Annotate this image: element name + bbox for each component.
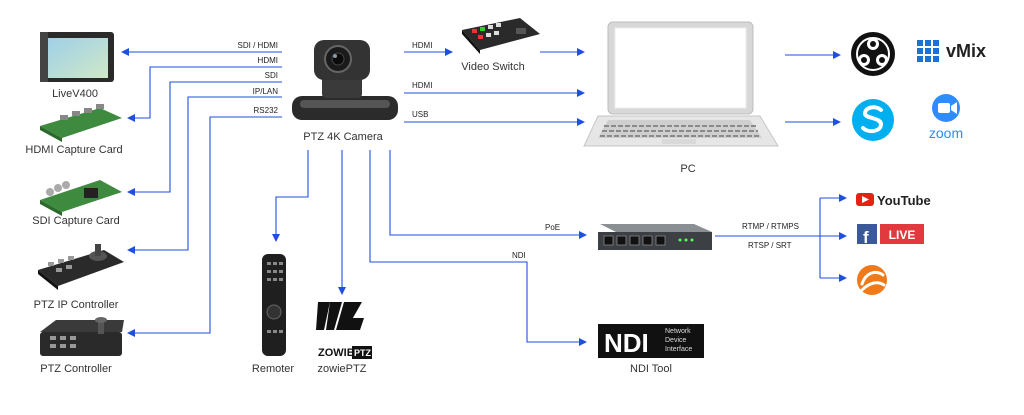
facebook-live-logo: f LIVE <box>857 224 924 247</box>
label-rs232: RS232 <box>254 106 279 115</box>
video-switch-label: Video Switch <box>461 61 524 73</box>
ndi-logo-text: NDI <box>604 328 649 358</box>
zoom-logo: zoom <box>929 94 963 141</box>
hdmi-capture-label: HDMI Capture Card <box>25 144 122 156</box>
wire-hdmi-capture <box>127 66 282 122</box>
remoter-label: Remoter <box>252 363 295 375</box>
facebook-live-text: LIVE <box>889 228 916 242</box>
wire-ndi <box>369 150 587 346</box>
ndi-tool-logo: NDI Network Device Interface NDI Tool <box>598 324 704 375</box>
skype-icon <box>852 99 894 141</box>
youtube-logo: YouTube <box>856 193 931 208</box>
wire-sdi-capture <box>127 81 282 196</box>
label-ip-lan: IP/LAN <box>253 87 279 96</box>
video-switch-device: Video Switch <box>461 18 540 73</box>
pc-label: PC <box>680 163 695 175</box>
sdi-capture-label: SDI Capture Card <box>32 215 119 227</box>
label-hdmi: HDMI <box>258 56 278 65</box>
camera-label: PTZ 4K Camera <box>303 131 383 143</box>
pc-laptop: PC <box>583 21 779 175</box>
label-hdmi-pc: HDMI <box>412 81 432 90</box>
ptz-ip-controller-label: PTZ IP Controller <box>34 299 119 311</box>
hdmi-capture-card: HDMI Capture Card <box>25 104 123 156</box>
huya-icon <box>857 265 887 295</box>
wire-remoter <box>272 150 309 242</box>
zowieptz-logo: ZOWIE PTZ zowiePTZ <box>316 302 372 375</box>
sdi-capture-card: SDI Capture Card <box>32 180 122 227</box>
label-hdmi-switch: HDMI <box>412 41 432 50</box>
ndi-line1: Network <box>665 328 691 335</box>
zowie-ptz-text: PTZ <box>354 348 372 358</box>
ptz-controller-label: PTZ Controller <box>40 363 112 375</box>
livev400-device: LiveV400 <box>40 32 114 100</box>
ndi-line3: Interface <box>665 346 692 353</box>
obs-icon <box>851 32 895 76</box>
label-sdi: SDI <box>265 71 278 80</box>
wires <box>121 48 847 346</box>
zowie-mark-text: ZOWIE <box>318 347 354 359</box>
remoter-device: Remoter <box>252 254 295 375</box>
ptz-controller-device: PTZ Controller <box>40 317 124 375</box>
zowieptz-label: zowiePTZ <box>318 363 367 375</box>
label-sdi-hdmi: SDI / HDMI <box>238 41 278 50</box>
connection-labels: SDI / HDMI HDMI SDI IP/LAN RS232 HDMI HD… <box>238 41 799 260</box>
wire-rs232 <box>127 116 282 337</box>
svg-text:f: f <box>863 228 869 247</box>
label-ndi: NDI <box>512 251 526 260</box>
poe-switch-device <box>598 224 712 250</box>
wire-poe <box>389 150 587 239</box>
label-usb: USB <box>412 110 428 119</box>
label-rtmp: RTMP / RTMPS <box>742 222 799 231</box>
ndi-line2: Device <box>665 337 687 344</box>
youtube-text: YouTube <box>877 193 931 208</box>
livev400-label: LiveV400 <box>52 88 98 100</box>
label-rtsp: RTSP / SRT <box>748 241 792 250</box>
vmix-text: vMix <box>946 41 986 61</box>
vmix-logo: vMix <box>917 40 986 62</box>
ptz-camera: PTZ 4K Camera <box>292 40 398 143</box>
ndi-tool-label: NDI Tool <box>630 363 672 375</box>
zoom-text: zoom <box>929 125 963 141</box>
wire-ip-lan <box>127 96 282 254</box>
label-poe: PoE <box>545 223 560 232</box>
ptz-ip-controller-device: PTZ IP Controller <box>34 244 124 311</box>
